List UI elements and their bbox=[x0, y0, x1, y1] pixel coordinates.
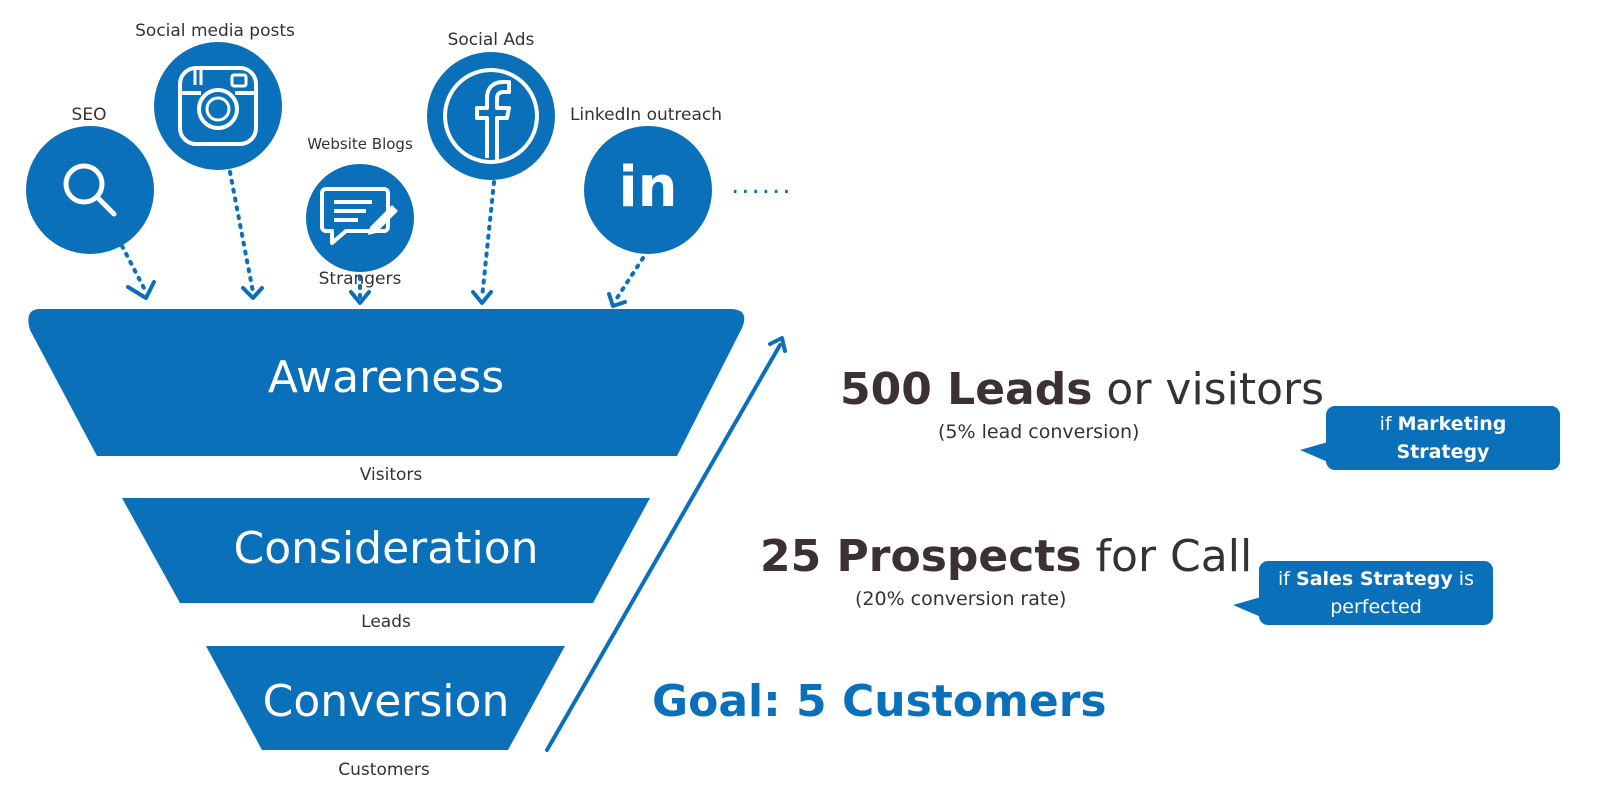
note-prefix: if bbox=[1379, 413, 1398, 435]
prospects-stat-bold: 25 Prospects bbox=[760, 531, 1082, 582]
facebook-icon bbox=[443, 68, 539, 164]
social-ads-arrow bbox=[480, 180, 496, 300]
funnel-stage-awareness bbox=[28, 309, 745, 456]
consideration-title: Consideration bbox=[233, 523, 539, 574]
social-posts-label: Social media posts bbox=[135, 21, 295, 41]
seo-label: SEO bbox=[71, 105, 107, 125]
marketing-strategy-note: if Marketing Strategy is perfected bbox=[1300, 406, 1560, 491]
blogs-circle[interactable] bbox=[306, 164, 414, 272]
leads-stat-bold: 500 Leads bbox=[840, 364, 1093, 415]
chat-edit-icon bbox=[320, 187, 398, 245]
search-icon bbox=[63, 163, 117, 217]
goal-text: Goal: 5 Customers bbox=[652, 676, 1107, 727]
growth-arrow bbox=[545, 343, 782, 752]
funnel-stage-conversion bbox=[206, 646, 565, 750]
more-sources-indicator: ...... bbox=[731, 170, 793, 200]
note-suffix: is perfected bbox=[1330, 568, 1474, 618]
blogs-label: Website Blogs bbox=[307, 135, 413, 153]
note-suffix: is perfected bbox=[1386, 469, 1500, 491]
leads-stat-rest: or visitors bbox=[1092, 364, 1325, 415]
seo-circle[interactable] bbox=[26, 126, 154, 254]
social-posts-arrow bbox=[228, 170, 255, 294]
funnel bbox=[28, 309, 745, 750]
leads-stat-sub: (5% lead conversion) bbox=[938, 421, 1140, 443]
note-prefix: if bbox=[1278, 568, 1297, 590]
linkedin-label: LinkedIn outreach bbox=[569, 105, 723, 125]
visitors-label: Visitors bbox=[359, 465, 423, 485]
funnel-top-label: Strangers bbox=[318, 269, 402, 289]
social-ads-label: Social Ads bbox=[447, 30, 535, 50]
sales-strategy-note: if Sales Strategy is perfected bbox=[1233, 561, 1493, 625]
customers-label: Customers bbox=[338, 760, 430, 780]
linkedin-icon: in bbox=[618, 155, 678, 220]
prospects-stat-sub: (20% conversion rate) bbox=[855, 588, 1067, 610]
instagram-icon bbox=[178, 66, 258, 146]
leads-label: Leads bbox=[361, 612, 411, 632]
social-ads-circle[interactable] bbox=[427, 52, 555, 180]
note-bold: Marketing Strategy bbox=[1396, 413, 1507, 463]
funnel-stage-consideration bbox=[122, 498, 650, 603]
leads-stat: 500 Leads or visitors bbox=[840, 364, 1324, 415]
linkedin-arrow bbox=[615, 256, 645, 300]
conversion-title: Conversion bbox=[262, 676, 510, 727]
linkedin-circle[interactable]: in bbox=[584, 126, 712, 254]
prospects-stat-rest: for Call bbox=[1081, 531, 1253, 582]
seo-arrow bbox=[120, 244, 148, 294]
note-bold: Sales Strategy bbox=[1296, 568, 1453, 590]
prospects-stat: 25 Prospects for Call bbox=[760, 531, 1252, 582]
awareness-title: Awareness bbox=[267, 352, 505, 403]
social-posts-circle[interactable] bbox=[154, 42, 282, 170]
